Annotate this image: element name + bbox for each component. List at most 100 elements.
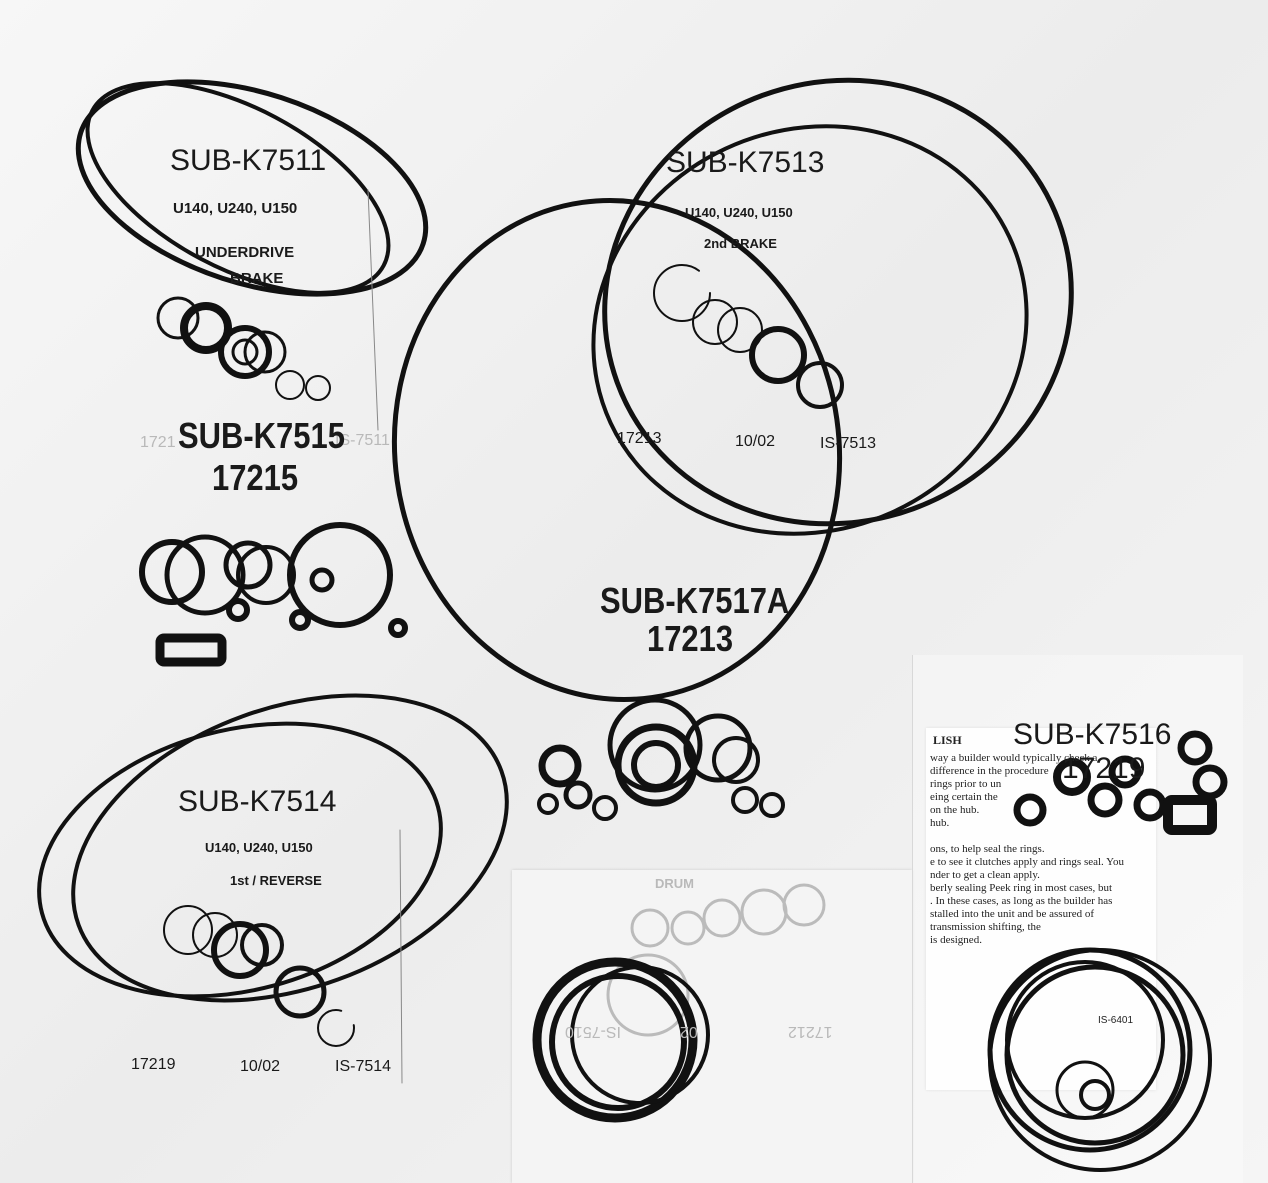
drum-card-part-2 [670, 910, 706, 946]
instruction-sheet-line: nder to get a clean apply. [930, 869, 1040, 881]
k7513-models: U140, U240, U150 [685, 205, 793, 220]
center-seal-10 [731, 786, 759, 814]
k7515-ring-5 [287, 522, 393, 628]
k7511-models: U140, U240, U150 [173, 200, 298, 217]
k7517a-oring [391, 198, 843, 702]
instruction-sheet-line: on the hub. [930, 804, 980, 816]
k7511-part-line1: UNDERDRIVE [195, 244, 295, 261]
k7516-seal-6 [1177, 730, 1213, 766]
k7516-ring-6 [1079, 1079, 1111, 1111]
k7514-bag-edge [399, 829, 403, 1084]
k7514-part: 1st / REVERSE [230, 873, 322, 888]
k7516-number: 17219 [1062, 752, 1146, 785]
k7511-bearing-2-inner [231, 338, 259, 366]
drum-card-date: 02 [680, 1023, 698, 1040]
k7514-bearing-3 [273, 965, 327, 1019]
k7514-sheet: IS-7514 [335, 1058, 392, 1075]
k7513-bearing [749, 326, 807, 384]
drum-card-part-3 [702, 898, 742, 938]
k7514-code: 17219 [131, 1056, 176, 1073]
drum-card-code: 17212 [788, 1023, 833, 1040]
drum-card-sheet: IS-7510 [565, 1023, 622, 1040]
k7511-bag-edge [367, 189, 379, 431]
k7516-ring-3 [988, 948, 1212, 1172]
k7515-small-seal [226, 598, 250, 622]
k7515-ring-2 [164, 534, 246, 616]
drum-seal-3 [570, 965, 710, 1105]
k7511-seal-1 [275, 370, 305, 400]
center-seal-11 [759, 792, 785, 818]
center-seal-8 [683, 713, 753, 783]
k7511-bearing-1 [180, 302, 232, 354]
k7515-number: 17215 [212, 457, 299, 498]
k7516-bushing [1163, 795, 1217, 835]
k7513-seal-2 [717, 307, 763, 353]
k7514-oring-2 [37, 721, 443, 999]
k7516-ring-1 [987, 947, 1193, 1153]
k7515-filter [155, 633, 227, 667]
instruction-sheet-line: ons, to help seal the rings. [930, 843, 1045, 855]
instruction-sheet-line: way a builder would typically check a [930, 752, 1098, 764]
k7516-seal-4 [1108, 755, 1142, 789]
instruction-sheet-line: transmission shifting, the [930, 921, 1041, 933]
k7511-code: 1721 [140, 434, 176, 451]
k7511-oring-1 [75, 79, 429, 297]
k7516-seal-2 [1053, 758, 1091, 796]
k7515-ring-1 [139, 539, 205, 605]
drum-seal-outer [532, 957, 698, 1123]
k7515-ring-6 [309, 567, 335, 593]
k7514-date: 10/02 [240, 1058, 281, 1075]
drum-seal-inner [549, 973, 687, 1111]
k7516-seal-5 [1133, 788, 1167, 822]
instruction-sheet-line: . In these cases, as long as the builder… [930, 895, 1113, 907]
k7516-title: SUB-K7516 [1013, 718, 1172, 751]
instruction-sheet-heading: LISH [933, 733, 962, 747]
k7514-oring-1 [71, 693, 509, 1003]
k7515-small-seal-3 [388, 618, 408, 638]
drum-instruction-card [512, 870, 912, 1183]
k7511-oring-2 [85, 81, 391, 295]
drum-card-part-1 [630, 908, 670, 948]
drum-card-part-4 [740, 888, 788, 936]
k7514-bearing-2 [240, 923, 284, 967]
instruction-sheet-line: eing certain the [930, 791, 998, 803]
k7515-ring-4 [236, 545, 296, 605]
k7513-snap-ring-1 [653, 264, 711, 322]
k7513-race [796, 361, 844, 409]
k7511-snap-ring [156, 296, 200, 340]
k7513-title: SUB-K7513 [666, 146, 825, 179]
instruction-sheet-line: hub. [930, 817, 950, 829]
instruction-sheet-line: berly sealing Peek ring in most cases, b… [930, 882, 1113, 894]
k7516-seal-1 [1013, 793, 1047, 827]
k7517a-title: SUB-K7517A [600, 580, 790, 621]
k7514-bearing-1 [211, 921, 269, 979]
k7514-models: U140, U240, U150 [205, 840, 313, 855]
instruction-sheet-code: IS-6401 [1098, 1015, 1134, 1026]
k7513-part: 2nd BRAKE [704, 236, 777, 251]
center-seal-6 [631, 740, 681, 790]
center-seal-2 [537, 793, 559, 815]
k7513-oring-1 [602, 77, 1074, 527]
k7511-race [243, 330, 287, 374]
k7513-seal-1 [692, 299, 738, 345]
drum-card-heading: DRUM [655, 876, 694, 891]
center-seal-7 [607, 697, 703, 793]
k7515-small-seal-2 [289, 609, 311, 631]
k7514-title: SUB-K7514 [178, 785, 337, 818]
k7511-seal-2 [305, 375, 331, 401]
k7515-ring-3 [223, 540, 273, 590]
k7513-date: 10/02 [735, 433, 776, 450]
k7516-ring-5 [1055, 1060, 1115, 1120]
k7513-oring-2 [591, 124, 1029, 536]
k7517a-number: 17213 [647, 618, 734, 659]
instruction-sheet-line: rings prior to un [930, 778, 1002, 790]
drum-card-part-6 [606, 953, 690, 1037]
k7511-title: SUB-K7511 [170, 144, 327, 177]
k7511-part-line2: BRAKE [230, 270, 284, 287]
center-seal-9 [712, 736, 760, 784]
k7513-sheet: IS-7513 [820, 435, 877, 452]
k7516-bag [912, 655, 1243, 1183]
center-seal-3 [563, 780, 593, 810]
